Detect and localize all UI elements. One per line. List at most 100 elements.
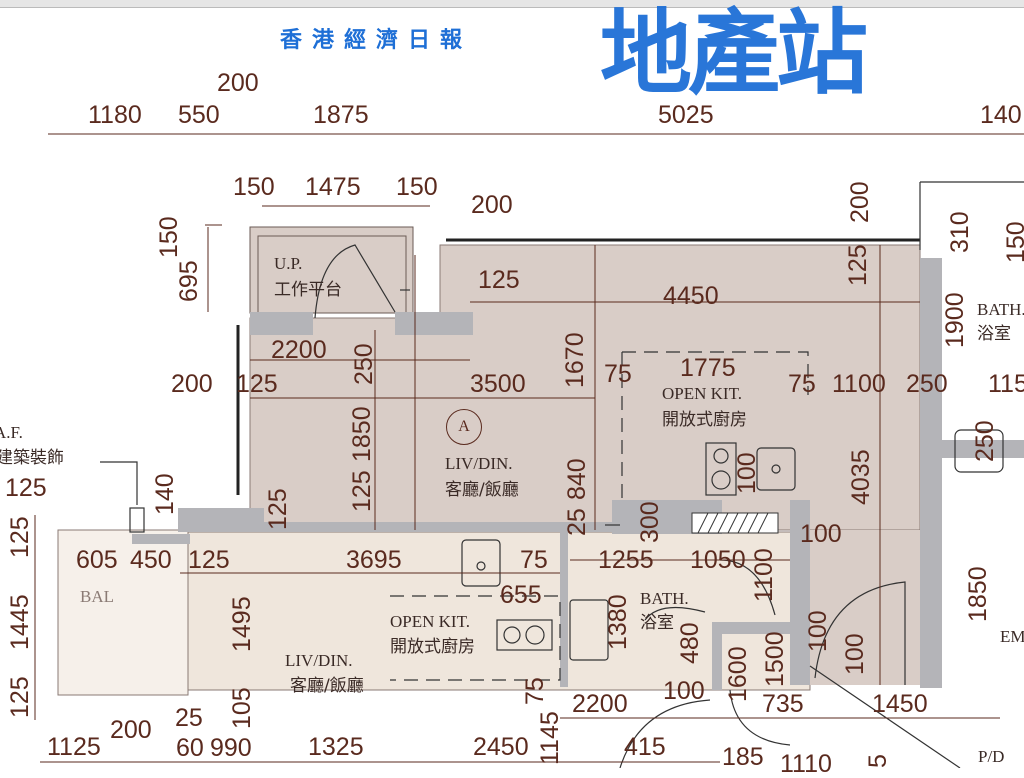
- dimension-label-vertical: 150: [1002, 221, 1024, 263]
- dimension-label-vertical: 1670: [561, 332, 589, 388]
- dimension-label: 1255: [598, 546, 654, 574]
- dimension-label: 415: [624, 733, 666, 761]
- dimension-label-vertical: 1600: [724, 646, 752, 702]
- dimension-label-vertical: 480: [676, 622, 704, 664]
- room-label-bath: BATH.: [977, 300, 1024, 319]
- hob-icon: [705, 442, 737, 496]
- dimension-label: 115: [988, 370, 1024, 398]
- dimension-label-vertical: 1495: [228, 596, 256, 652]
- dimension-label: 60: [176, 734, 204, 762]
- door-swing: [719, 559, 776, 616]
- unit-marker: A: [446, 409, 482, 445]
- dimension-label-vertical: 125: [264, 488, 292, 530]
- watermark-logo: 地產站: [600, 0, 868, 107]
- dimension-label: 200: [110, 716, 152, 744]
- dimension-label: 150: [396, 173, 438, 201]
- dimension-label-vertical: 125: [844, 244, 872, 286]
- room-label-up-zh: 工作平台: [274, 280, 342, 300]
- dimension-label-vertical: 1100: [750, 548, 778, 602]
- room-label-kitchen: OPEN KIT.: [662, 384, 742, 403]
- dimension-label: 75: [604, 360, 632, 388]
- dimension-label: 1125: [47, 733, 101, 761]
- dimension-label: 1050: [690, 546, 746, 574]
- dimension-label: 2200: [271, 336, 327, 364]
- dimension-label-vertical: 200: [846, 181, 874, 223]
- watermark-subtitle: 香港經濟日報: [280, 28, 473, 53]
- dimension-label-vertical: 4035: [847, 449, 875, 505]
- dimension-label: 605: [76, 546, 118, 574]
- dimension-label: 3500: [470, 370, 526, 398]
- dimension-label: 75: [520, 546, 548, 574]
- dimension-label: 990: [210, 734, 252, 762]
- room-label-bath-zh: 浴室: [977, 324, 1011, 344]
- dimension-label-vertical: 125: [6, 676, 34, 718]
- sink-icon-lower: [461, 539, 501, 587]
- dimension-label-vertical: 1900: [941, 292, 969, 348]
- vanity-icon: [569, 599, 609, 661]
- label-af: A.F.: [0, 423, 23, 442]
- dimension-label-vertical: 1850: [348, 406, 376, 462]
- dimension-label-vertical: 125: [6, 516, 34, 558]
- door-swing: [729, 689, 791, 746]
- dimension-label-vertical: 140: [151, 473, 179, 515]
- dimension-label: 75: [788, 370, 816, 398]
- dimension-label: 185: [722, 743, 764, 771]
- dimension-label: 100: [800, 520, 842, 548]
- lower-unit-area: [179, 531, 811, 691]
- hob-icon-lower: [496, 619, 553, 651]
- door-swing: [644, 606, 706, 621]
- dimension-label-vertical: 1445: [6, 594, 34, 650]
- dimension-label: 140: [980, 101, 1022, 129]
- dimension-label-vertical: 5: [864, 754, 892, 768]
- room-label-balcony: BAL: [80, 587, 114, 606]
- label-pd: P/D: [978, 747, 1005, 766]
- dimension-label-vertical: 300: [636, 501, 664, 543]
- basin-icon: [954, 429, 1004, 473]
- dimension-label: 250: [906, 370, 948, 398]
- dimension-label-vertical: 695: [175, 260, 203, 302]
- label-emc: EMC: [1000, 627, 1024, 646]
- dimension-label: 25: [175, 704, 203, 732]
- dimension-label: 655: [500, 581, 542, 609]
- dimension-label-vertical: 1380: [604, 594, 632, 650]
- dimension-label: 3695: [346, 546, 402, 574]
- door-swing: [314, 244, 396, 319]
- label-af-zh: 建築裝飾: [0, 448, 64, 468]
- dimension-label-vertical: 100: [841, 633, 869, 675]
- dimension-label-vertical: 25: [563, 508, 591, 536]
- dimension-label: 4450: [663, 282, 719, 310]
- dimension-label: 735: [762, 690, 804, 718]
- dimension-label: 1475: [305, 173, 361, 201]
- dimension-label: 1875: [313, 101, 369, 129]
- dimension-label-vertical: 1850: [964, 566, 992, 622]
- dimension-label: 125: [188, 546, 230, 574]
- dimension-label-vertical: 75: [521, 677, 549, 705]
- dimension-label-vertical: 310: [946, 211, 974, 253]
- dimension-label: 125: [478, 266, 520, 294]
- dimension-label-vertical: 150: [155, 216, 183, 258]
- dimension-label: 2450: [473, 733, 529, 761]
- room-label-kitchen-zh: 開放式廚房: [662, 410, 747, 430]
- dimension-label: 1100: [832, 370, 886, 398]
- room-label-living-zh: 客廳/飯廳: [445, 480, 519, 500]
- leader-arrow: [809, 665, 961, 768]
- hatched-counter: [691, 512, 779, 534]
- dimension-label: 200: [171, 370, 213, 398]
- dimension-label: 200: [217, 69, 259, 97]
- dimension-label-vertical: 840: [563, 458, 591, 500]
- dimension-label-vertical: 105: [228, 687, 256, 729]
- dimension-label: 5025: [658, 101, 714, 129]
- dimension-label-vertical: 1145: [536, 711, 564, 765]
- door-swing: [814, 581, 906, 685]
- dimension-label: 1180: [88, 101, 142, 129]
- room-label-bath-2-zh: 浴室: [640, 613, 674, 633]
- dimension-label-vertical: 250: [350, 343, 378, 385]
- room-label-up: U.P.: [274, 254, 303, 273]
- room-label-living-2: LIV/DIN.: [285, 651, 353, 670]
- dimension-label: 450: [130, 546, 172, 574]
- dimension-label-vertical: 250: [971, 420, 999, 462]
- dimension-label-vertical: 125: [348, 470, 376, 512]
- room-label-bath-2: BATH.: [640, 589, 689, 608]
- dimension-label: 125: [236, 370, 278, 398]
